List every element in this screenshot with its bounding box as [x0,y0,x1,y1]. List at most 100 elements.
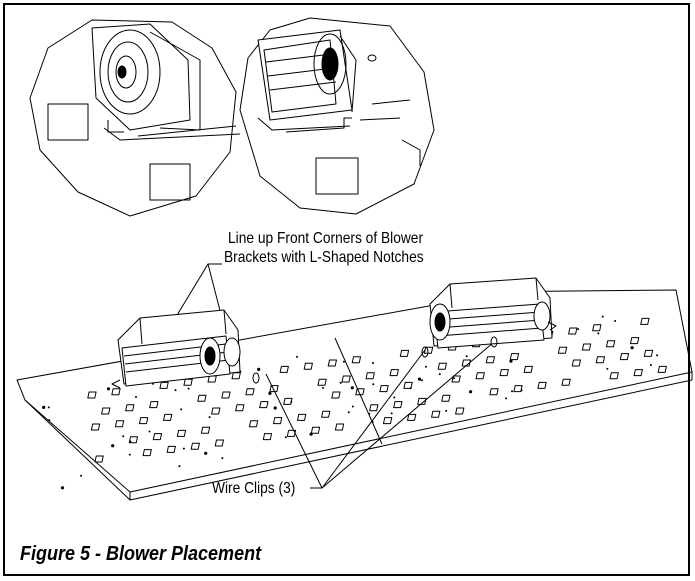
callout-brackets-notches: Brackets with L-Shaped Notches [224,249,424,266]
panel-hole [159,381,169,389]
panel-dot [372,383,375,386]
panel-hole [475,372,485,380]
panel-hole [643,349,654,357]
panel-hole [221,391,231,399]
panel-dot [420,379,423,382]
panel-dot [393,396,396,399]
panel-hole [214,439,224,447]
panel-hole [437,362,447,370]
panel-dot [122,435,125,438]
panel-dot [630,346,634,350]
figure-caption: Figure 5 - Blower Placement [20,543,262,565]
panel-dot [409,387,412,390]
panel-dot [60,486,65,490]
panel-hole [581,343,592,351]
detail-view-right [239,17,435,215]
panel-hole [125,404,135,412]
panel-hole [269,385,279,393]
panel-hole [286,429,297,437]
panel-dot [257,367,261,371]
panel-hole [592,324,602,332]
panel-hole [211,407,221,415]
panel-hole [431,410,441,418]
blower-assembly-left [111,309,260,389]
panel-hole [537,381,547,389]
panel-dot [135,396,137,398]
panel-dot [284,436,287,439]
panel-hole [235,404,245,412]
panel-dot [129,440,132,443]
panel-hole [423,346,434,354]
panel-dot [417,377,422,381]
panel-dot [42,405,46,409]
panel-hole [609,372,619,380]
panel-dot [48,419,51,422]
panel-dot [111,444,115,448]
panel-hole [499,369,509,377]
panel-hole [279,365,289,373]
base-panel [16,289,693,501]
panel-dots [42,315,659,490]
panel-dot [106,387,111,391]
panel-hole [114,420,125,428]
panel-hole [111,388,121,396]
panel-dot [47,406,50,409]
panel-hole [365,372,375,380]
panel-hole [619,353,630,361]
panel-hole [399,349,410,357]
panel-hole [176,429,187,437]
panel-hole [571,359,581,367]
panel-hole [605,340,616,348]
panel-dot [148,430,151,433]
panel-hole [317,378,327,386]
panel-dot [296,355,298,358]
panel-hole [87,391,97,399]
panel-hole [633,369,643,377]
panel-hole [259,401,269,409]
panel-hole [128,436,139,444]
panel-dot [606,367,609,370]
panel-dot [425,365,427,368]
panel-hole [90,423,101,431]
panel-dot [268,391,272,395]
panel-hole [595,356,606,364]
panel-dot [204,451,208,455]
panel-hole [489,388,499,396]
panel-dot [390,412,393,415]
panel-hole [629,337,640,345]
panel-dot [465,355,468,358]
panel-dot [182,447,185,450]
panel-dot [80,474,83,477]
panel-dot [339,381,342,384]
panel-hole [149,401,159,409]
panel-hole [331,391,341,399]
panel-dot [368,412,371,415]
panel-hole [142,449,152,457]
panel-hole [657,365,667,373]
panel-hole [183,378,193,386]
panel-dot [273,406,277,410]
panel-hole [321,410,331,418]
panel-hole [152,433,163,441]
panel-hole [231,372,241,380]
panel-hole [461,359,471,367]
panel-hole [138,417,149,425]
panel-hole [190,442,200,450]
panel-hole [389,369,399,377]
panel-dot [350,386,354,390]
panel-hole [197,394,207,402]
panel-hole [166,445,176,453]
panel-hole [163,413,173,421]
panel-dot [371,421,374,423]
panel-dot [601,315,604,318]
panel-dot [347,411,350,414]
panel-hole [640,317,650,325]
panel-hole [272,417,283,425]
panel-dot [438,373,441,376]
panel-hole [403,381,413,389]
panel-dot [469,390,473,394]
panel-dot [520,389,523,392]
panel-dot [180,408,183,411]
panel-hole [561,378,571,386]
panel-dot [342,360,345,363]
